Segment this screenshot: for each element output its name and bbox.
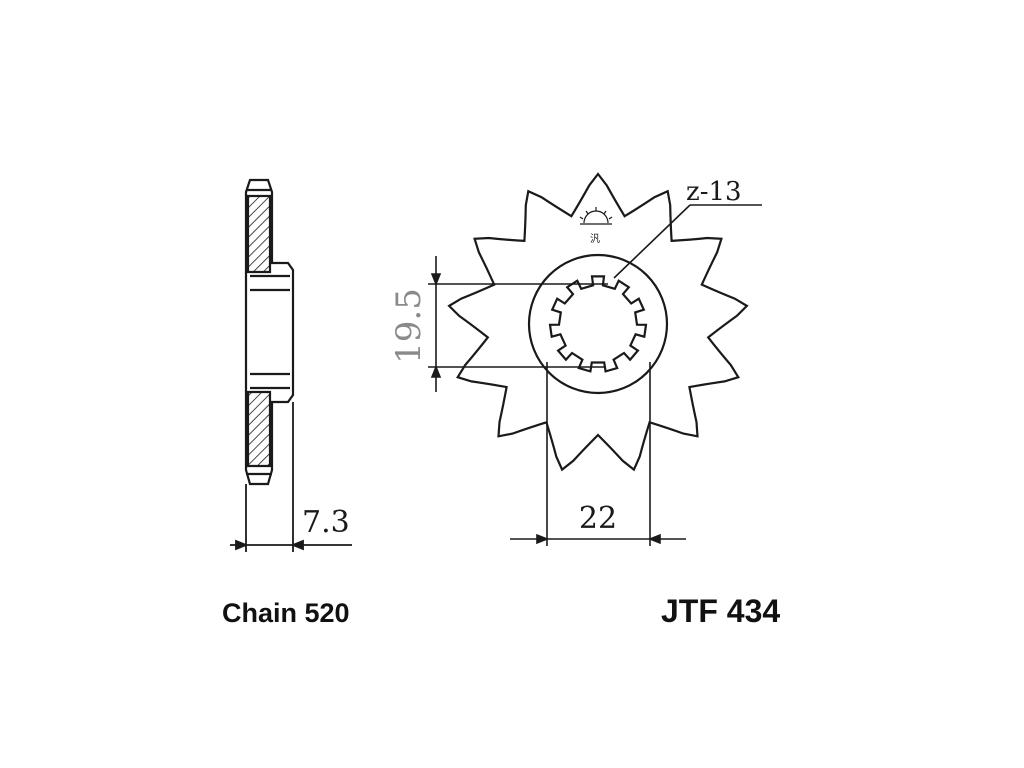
dimension-arrow — [290, 539, 304, 551]
spline-dimension-value: 19.5 — [389, 288, 429, 364]
dimension-arrow — [430, 273, 442, 287]
front-view: 汎 z-13 19.5 22 — [389, 172, 762, 546]
side-view-hatch-lower — [246, 390, 272, 468]
sprocket-tooth-outline — [447, 172, 749, 472]
dimension-arrow — [235, 539, 249, 551]
maker-logo — [579, 207, 613, 225]
hub-dimension — [510, 362, 686, 546]
hub-dimension-value: 22 — [579, 501, 617, 536]
dimension-arrow — [647, 533, 661, 545]
thickness-dimension-value: 7.3 — [302, 505, 350, 540]
dimension-arrow — [536, 533, 550, 545]
spline-bore — [548, 275, 648, 373]
chain-label: Chain 520 — [222, 598, 350, 628]
tooth-count-leader — [613, 204, 762, 279]
maker-mark: 汎 — [590, 232, 600, 245]
hub-circle — [527, 253, 669, 395]
dimension-arrow — [430, 364, 442, 378]
thickness-dimension — [230, 402, 352, 552]
side-view-hatch-upper — [246, 194, 272, 274]
side-section-view — [244, 178, 295, 486]
spline-dimension — [428, 256, 608, 392]
tooth-count-label: z-13 — [686, 177, 742, 207]
part-number-label: JTF 434 — [661, 593, 780, 629]
